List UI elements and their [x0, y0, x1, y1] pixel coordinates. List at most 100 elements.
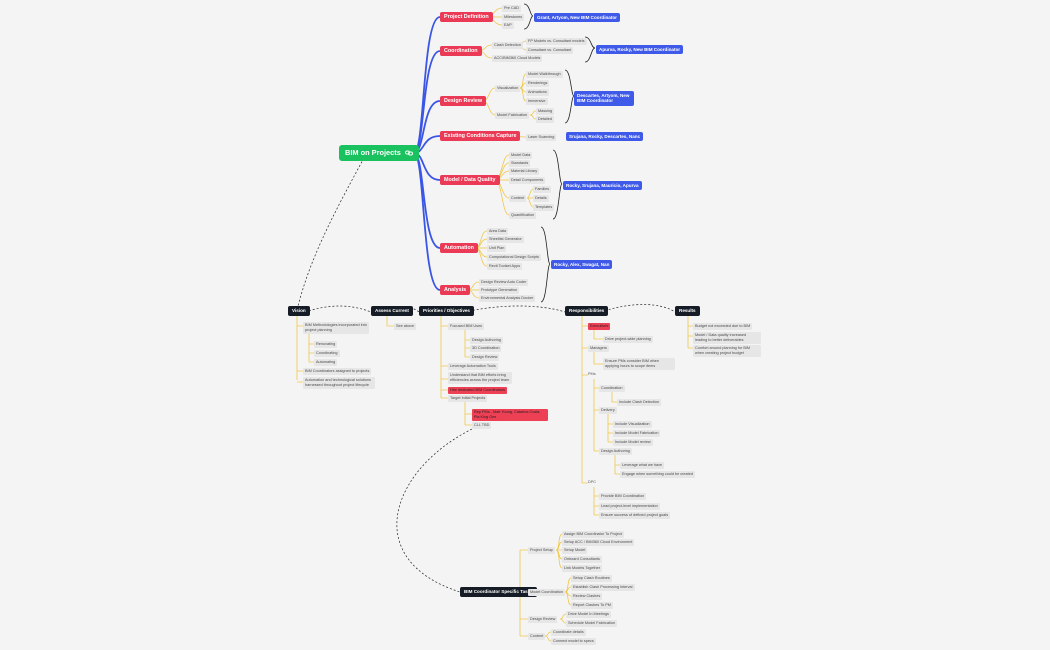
branch-analysis[interactable]: Analysis	[440, 285, 471, 295]
leaf-pre-cad[interactable]: Pre CAD	[502, 5, 521, 12]
leaf-fp-vs-consultant[interactable]: FP Models vs. Consultant models	[526, 38, 587, 45]
leaf-establish-clash-interval[interactable]: Establish Clash Processing Interval	[571, 584, 635, 591]
leaf-assign-bim-coordinator[interactable]: Assign BIM Coordinator To Project	[562, 531, 624, 538]
leaf-ensure-success[interactable]: Ensure success of defined project goals	[599, 512, 671, 519]
team-badge-automation[interactable]: Rocky, Alex, Swagat, Nan	[551, 260, 613, 270]
leaf-pm-design-authoring[interactable]: Design Authoring	[599, 448, 632, 455]
leaf-executives[interactable]: Executives	[588, 323, 611, 330]
leaf-lead-implementation[interactable]: Lead project-level implementation	[599, 503, 660, 510]
leaf-hire-bim-coordinators[interactable]: Hire dedicated BIM Coordinators	[448, 387, 508, 394]
leaf-include-model-fabrication[interactable]: Include Model Fabrication	[613, 430, 661, 437]
leaf-sheetlist-generator[interactable]: Sheetlist Generator	[487, 236, 524, 243]
leaf-automation-solutions[interactable]: Automation and technological solutions h…	[303, 377, 375, 389]
leaf-coordinating[interactable]: Coordinating	[314, 350, 340, 357]
leaf-model-data[interactable]: Model Data	[509, 152, 533, 159]
leaf-pms[interactable]: PMs	[588, 372, 596, 376]
team-badge-existing-conditions[interactable]: Srujana, Rocky, Descartes, Nanc	[566, 132, 644, 142]
leaf-include-model-review[interactable]: Include Model review	[613, 439, 653, 446]
leaf-setup-acc[interactable]: Setup ACC / BIM360 Cloud Environment	[562, 539, 635, 546]
leaf-material-library[interactable]: Material Library	[509, 168, 540, 175]
leaf-include-visualization[interactable]: Include Visualization	[613, 421, 652, 428]
leaf-coordinate-details[interactable]: Coordinate details	[551, 629, 586, 636]
leaf-report-clashes[interactable]: Report Clashes To PM	[571, 602, 613, 609]
leaf-design-review-auto-coder[interactable]: Design Review Auto Coder	[479, 279, 529, 286]
leaf-templates[interactable]: Templates	[533, 204, 555, 211]
leaf-pm-coordination[interactable]: Coordination	[599, 385, 625, 392]
leaf-eap[interactable]: EAP	[502, 22, 514, 29]
leaf-massing[interactable]: Massing	[536, 108, 555, 115]
leaf-detail-components[interactable]: Detail Components	[509, 177, 546, 184]
leaf-renovating[interactable]: Renovating	[314, 341, 338, 348]
leaf-link-models[interactable]: Link Models Together	[562, 565, 603, 572]
leaf-detailed[interactable]: Detailed	[536, 116, 554, 123]
node-vision[interactable]: Vision	[288, 306, 310, 316]
leaf-task-design-review[interactable]: Design Review	[528, 616, 558, 623]
leaf-milestones[interactable]: Milestones	[502, 14, 525, 21]
leaf-include-clash-detection[interactable]: Include Clash Detection	[617, 399, 662, 406]
team-badge-coordination[interactable]: Apurva, Rocky, New BIM Coordinator	[596, 45, 684, 55]
leaf-immersive[interactable]: Immersive	[526, 98, 548, 105]
branch-existing-conditions[interactable]: Existing Conditions Capture	[440, 131, 521, 141]
node-bim-coordinator-tasks[interactable]: BIM Coordinator Specific Tasks	[460, 587, 537, 597]
leaf-families[interactable]: Families	[533, 186, 552, 193]
leaf-project-setup[interactable]: Project Setup	[528, 547, 555, 554]
branch-project-definition[interactable]: Project Definition	[440, 12, 493, 22]
leaf-drive-planning[interactable]: Drive project-wide planning	[603, 336, 653, 343]
leaf-ensure-pms[interactable]: Ensure PMs consider BIM when applying ho…	[603, 358, 675, 370]
team-badge-project-definition[interactable]: Grant, Artyom, New BIM Coordinator	[534, 13, 620, 23]
team-badge-design-review[interactable]: Descartes, Artyom, New BIM Coordinator	[574, 91, 634, 106]
leaf-target-initial-projects[interactable]: Target Initial Projects	[448, 395, 488, 402]
branch-model-data-quality[interactable]: Model / Data Quality	[440, 175, 500, 185]
team-badge-model-quality[interactable]: Rocky, Srujana, Mauricio, Apurva	[563, 181, 642, 191]
leaf-automating[interactable]: Automating	[314, 359, 338, 366]
leaf-focused-bim-uses[interactable]: Focused BIM Uses	[448, 323, 485, 330]
leaf-review-clashes[interactable]: Review Clashes	[571, 593, 603, 600]
branch-coordination[interactable]: Coordination	[440, 46, 482, 56]
node-priorities-objectives[interactable]: Priorities / Objectives	[419, 306, 474, 316]
branch-automation[interactable]: Automation	[440, 243, 478, 253]
leaf-drive-model-meetings[interactable]: Drive Model In Meetings	[566, 611, 611, 618]
leaf-animations[interactable]: Animations	[526, 89, 549, 96]
leaf-engage-when-created[interactable]: Engage when something could be created	[620, 471, 695, 478]
leaf-task-content[interactable]: Content	[528, 633, 546, 640]
root-node[interactable]: BIM on Projects	[339, 145, 419, 161]
leaf-consultant-vs-consultant[interactable]: Consultant vs. Consultant	[526, 47, 574, 54]
leaf-budget-not-exceeded[interactable]: Budget not exceeded due to BIM	[693, 323, 753, 330]
leaf-acc-bim360[interactable]: ACC/BIM360 Cloud Models	[492, 55, 543, 62]
branch-design-review[interactable]: Design Review	[440, 96, 487, 106]
leaf-bim-coordinators-assigned[interactable]: BIM Coordinators assigned to projects	[303, 368, 372, 375]
leaf-cll-tbd[interactable]: CLL TBD	[472, 422, 492, 429]
leaf-see-above[interactable]: See above	[394, 323, 417, 330]
leaf-prototype-generation[interactable]: Prototype Generation	[479, 287, 520, 294]
leaf-setup-clash-routines[interactable]: Setup Clash Routines	[571, 575, 612, 582]
leaf-comfort-planning[interactable]: Comfort around planning for BIM when cre…	[693, 345, 761, 357]
leaf-model-quality-increased[interactable]: Model / Data quality increased leading t…	[693, 332, 761, 344]
leaf-rep-pms[interactable]: Rep PMs - Matt Young, Catarina Costa, Pi…	[472, 409, 548, 421]
leaf-provide-bim-coordination[interactable]: Provide BIM Coordination	[599, 493, 647, 500]
leaf-visualization[interactable]: Visualization	[495, 85, 521, 92]
leaf-leverage-automation[interactable]: Leverage Automation Tools	[448, 363, 498, 370]
leaf-schedule-fabrication[interactable]: Schedule Model Fabrication	[566, 620, 618, 627]
leaf-model-fabrication[interactable]: Model Fabrication	[495, 112, 530, 119]
node-responsibilities[interactable]: Responsibilities	[565, 306, 609, 316]
node-assess-current[interactable]: Assess Current	[371, 306, 413, 316]
leaf-connect-model-specs[interactable]: Connect model to specs	[551, 638, 596, 645]
node-results[interactable]: Results	[675, 306, 700, 316]
leaf-leverage-what-we-have[interactable]: Leverage what we have	[620, 462, 665, 469]
leaf-design-authoring[interactable]: Design Authoring	[470, 337, 503, 344]
leaf-content[interactable]: Content	[509, 195, 527, 202]
leaf-laser-scanning[interactable]: Laser Scanning	[526, 134, 557, 141]
leaf-3d-coordination[interactable]: 3D Coordination	[470, 345, 502, 352]
leaf-understand-efficiencies[interactable]: Understand that BIM efforts bring effici…	[448, 372, 512, 384]
leaf-details[interactable]: Details	[533, 195, 549, 202]
leaf-quantification[interactable]: Quantification	[509, 212, 537, 219]
leaf-standards[interactable]: Standards	[509, 160, 531, 167]
leaf-bim-methodologies[interactable]: BIM Methodologies incorporated into proj…	[303, 322, 369, 334]
leaf-design-review-use[interactable]: Design Review	[470, 354, 500, 361]
leaf-environmental-analysis[interactable]: Environmental Analysis Docker	[479, 295, 536, 302]
leaf-renderings[interactable]: Renderings	[526, 80, 550, 87]
leaf-computational-design[interactable]: Computational Design Scripts	[487, 254, 542, 261]
leaf-dpc[interactable]: DPC	[588, 480, 597, 484]
leaf-setup-model[interactable]: Setup Model	[562, 547, 588, 554]
leaf-unit-plan[interactable]: Unit Plan	[487, 245, 507, 252]
